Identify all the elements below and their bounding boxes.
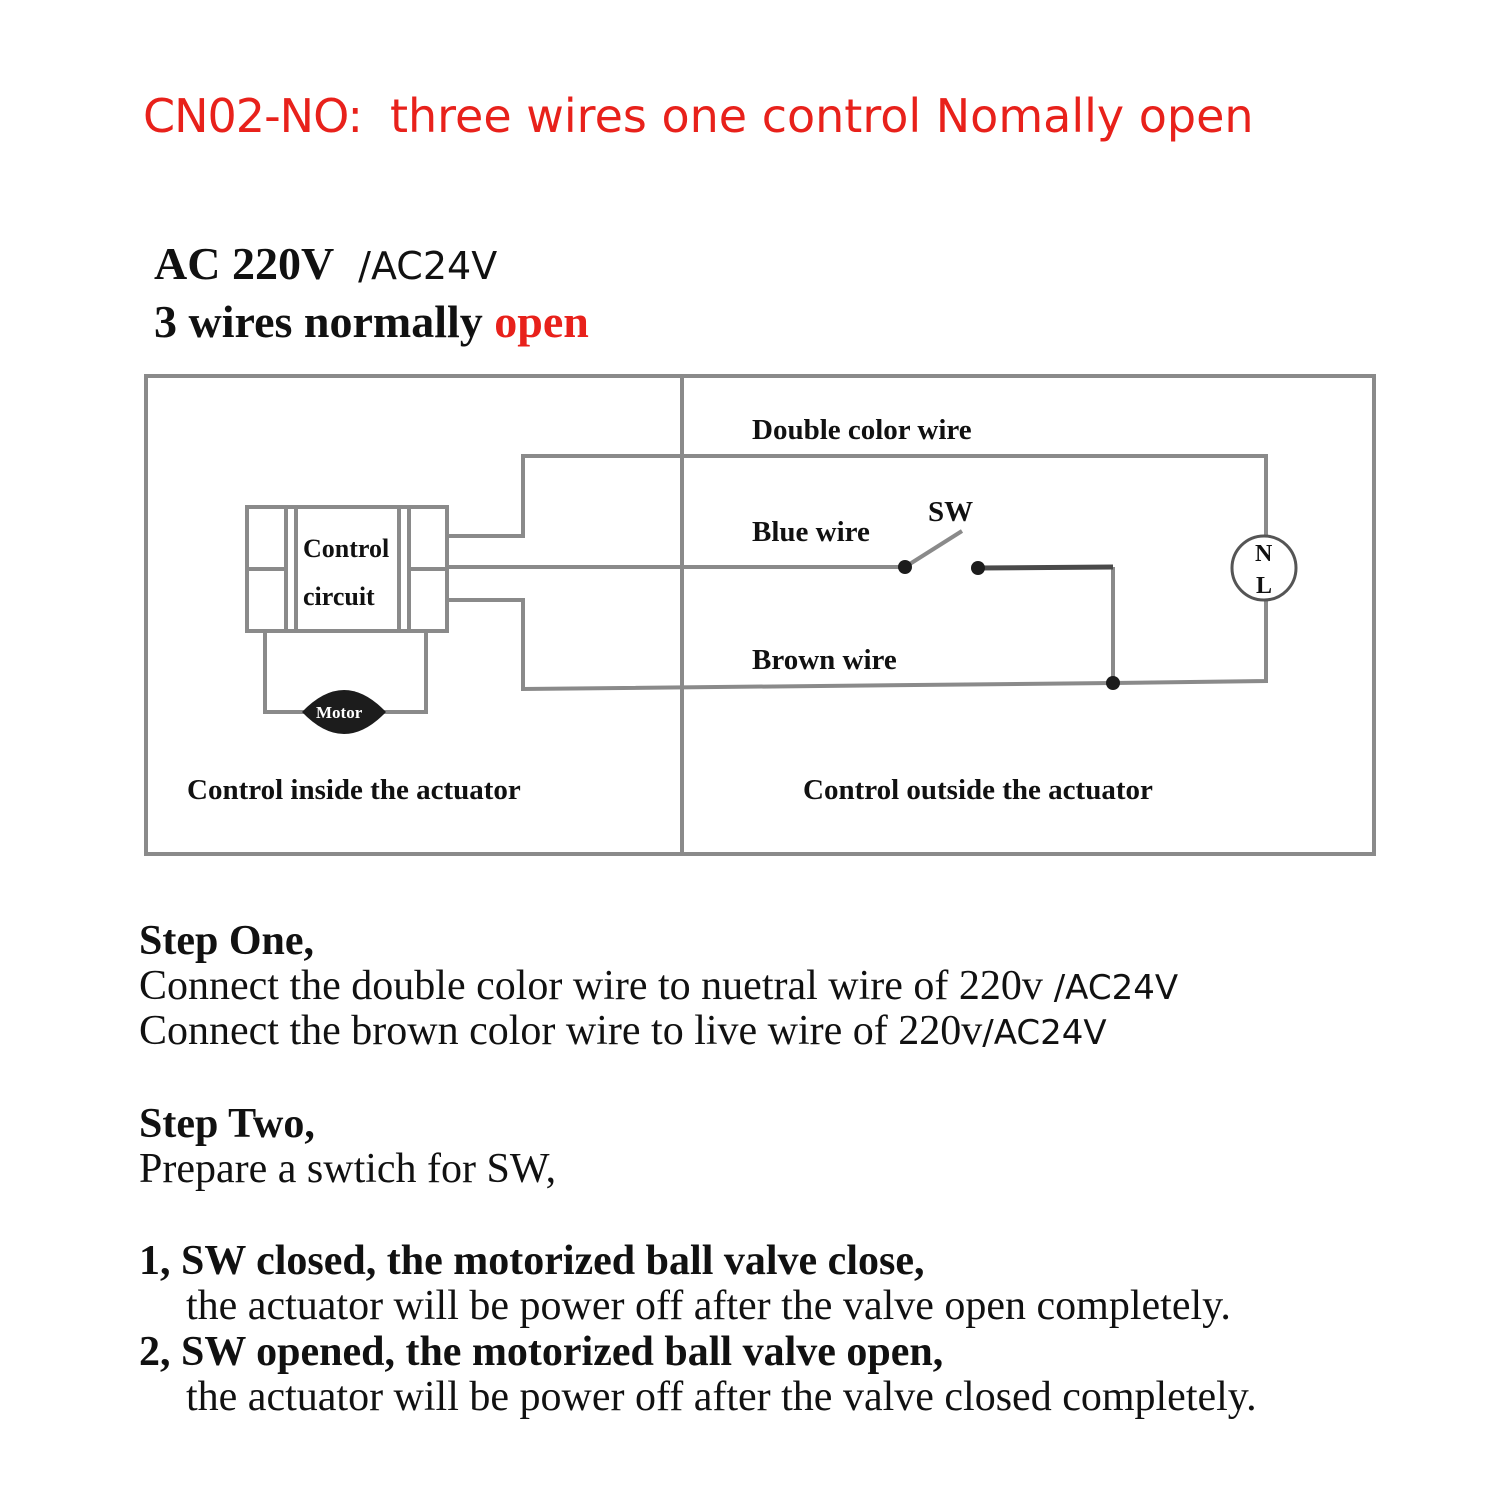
step-two-title: Step Two, (139, 1101, 315, 1147)
step-one-line-1-suffix: /AC24V (1042, 968, 1179, 1008)
switch-lever (903, 529, 964, 569)
step-one-line-1-text: Connect the double color wire to nuetral… (139, 963, 1043, 1009)
terminal-l-label: L (1256, 573, 1272, 599)
page-title: CN02-NO: three wires one control Nomally … (143, 86, 1254, 146)
step-one-line-1: Connect the double color wire to nuetral… (139, 963, 1178, 1011)
blue-wire-label: Blue wire (752, 516, 870, 548)
item-2-detail: the actuator will be power off after the… (186, 1374, 1257, 1420)
motor-icon (302, 690, 386, 734)
control-circuit-block (245, 505, 449, 633)
terminal-n-label: N (1255, 541, 1273, 567)
diagram-frame (144, 374, 1376, 856)
step-one-line-2: Connect the brown color wire to live wir… (139, 1008, 1107, 1056)
live-return-line (1112, 597, 1268, 685)
nl-terminal-icon (1230, 534, 1298, 602)
voltage-heading: AC 220V/AC24V (154, 236, 497, 294)
junction-dot (1106, 676, 1120, 690)
step-one-title: Step One, (139, 918, 315, 964)
motor-label: Motor (316, 703, 363, 722)
switch-output-line (977, 564, 1114, 571)
outside-actuator-label: Control outside the actuator (803, 774, 1153, 806)
item-2-title: 2, SW opened, the motorized ball valve o… (139, 1329, 944, 1375)
double-color-wire-line (447, 454, 1268, 540)
subtitle-prefix: 3 wires normally (154, 296, 495, 347)
step-two-line-1: Prepare a swtich for SW, (139, 1146, 557, 1192)
brown-wire-label: Brown wire (752, 644, 897, 676)
subtitle-highlight: open (494, 296, 589, 347)
control-circuit-label-1: Control (303, 534, 389, 563)
step-one-line-2-text: Connect the brown color wire to live wir… (139, 1008, 983, 1054)
inside-actuator-label: Control inside the actuator (187, 774, 521, 806)
double-color-wire-label: Double color wire (752, 414, 972, 446)
item-1-detail: the actuator will be power off after the… (186, 1283, 1231, 1329)
brown-wire-line (447, 598, 1114, 692)
motor-wiring (263, 631, 428, 714)
voltage-alt: /AC24V (358, 244, 498, 288)
model-code: CN02-NO: (143, 89, 363, 143)
title-description: three wires one control Nomally open (389, 89, 1254, 143)
switch-label: SW (928, 496, 973, 528)
wiring-subtitle: 3 wires normally open (154, 294, 589, 350)
switch-contact-left (898, 560, 912, 574)
switch-contact-right (971, 561, 985, 575)
voltage-main: AC 220V (154, 238, 335, 289)
item-1-title: 1, SW closed, the motorized ball valve c… (139, 1238, 925, 1284)
control-circuit-label-2: circuit (303, 582, 375, 611)
step-one-line-2-suffix: /AC24V (982, 1013, 1107, 1053)
